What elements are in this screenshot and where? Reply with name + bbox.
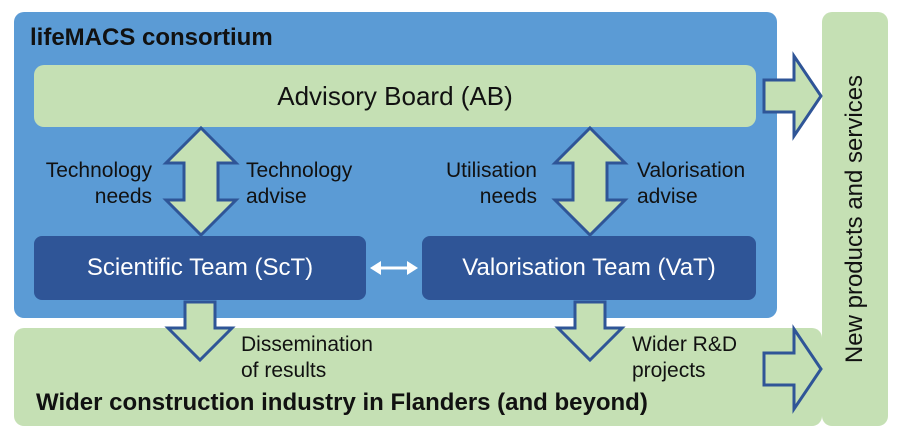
technology-advise-label: Technology advise <box>246 159 353 208</box>
ab-vat-double-arrow <box>551 125 629 238</box>
wider-industry-panel <box>14 328 822 426</box>
valorisation-advise-label: Valorisation advise <box>637 159 746 208</box>
wider-rd-label: Wider R&D projects <box>632 333 738 382</box>
ab-new-products-arrow <box>762 51 823 141</box>
dissemination-label: Dissemination of results <box>241 333 373 382</box>
ab-sct-double-arrow <box>162 125 240 238</box>
wider-new-products-arrow <box>762 324 823 414</box>
sct-dissemination-arrow <box>164 300 236 363</box>
wider-industry-title: Wider construction industry in Flanders … <box>36 389 648 416</box>
new-products-label: New products and services <box>841 74 868 364</box>
vat-wider-rd-arrow <box>554 300 626 363</box>
scientific-team-box: Scientific Team (ScT) <box>34 236 366 300</box>
valorisation-team-box: Valorisation Team (VaT) <box>422 236 756 300</box>
advisory-board-box: Advisory Board (AB) <box>34 65 756 127</box>
consortium-title: lifeMACS consortium <box>30 24 273 51</box>
advisory-board-label: Advisory Board (AB) <box>277 80 513 111</box>
utilisation-needs-label: Utilisation needs <box>445 159 537 208</box>
valorisation-team-label: Valorisation Team (VaT) <box>462 254 716 281</box>
sct-vat-exchange-arrow <box>370 261 418 275</box>
new-products-panel <box>822 12 888 426</box>
scientific-team-label: Scientific Team (ScT) <box>86 254 314 281</box>
technology-needs-label: Technology needs <box>45 159 152 208</box>
